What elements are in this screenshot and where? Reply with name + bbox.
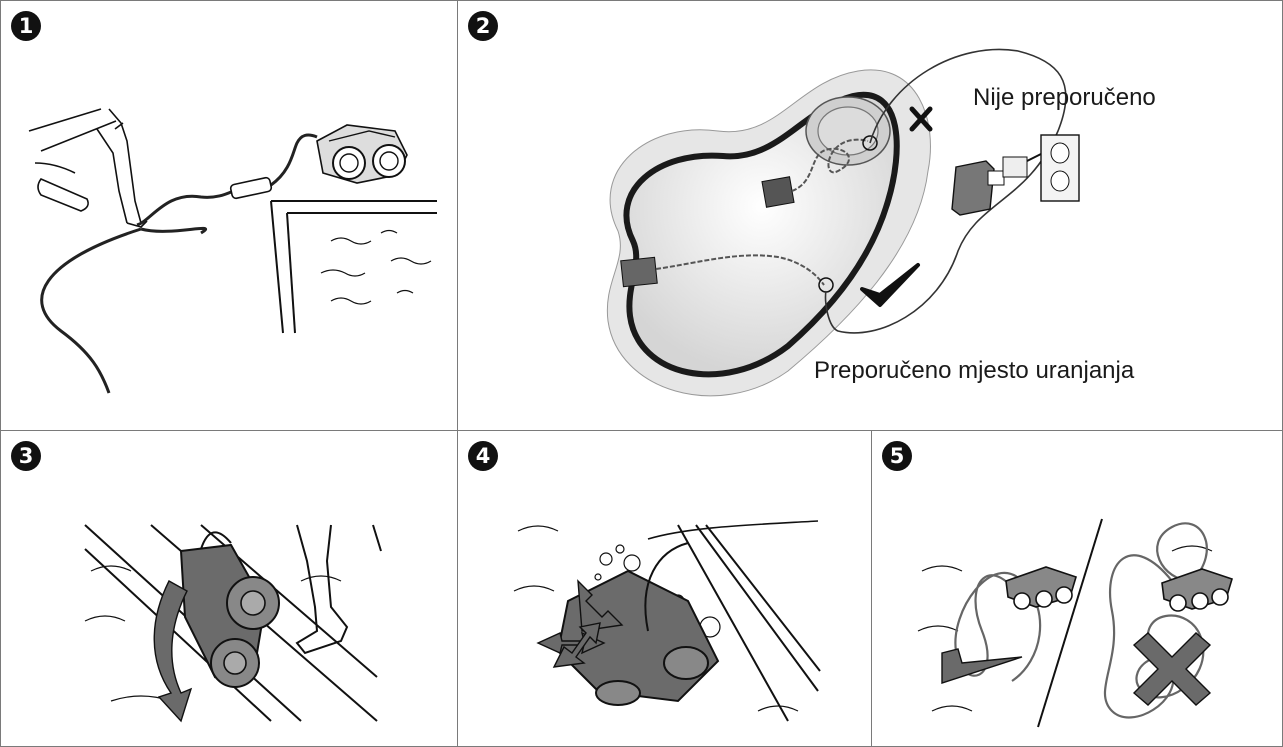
swivel-connector: [230, 177, 272, 199]
robot-left: [1006, 567, 1076, 609]
step-5-panel: 5: [871, 430, 1283, 747]
step-3-illustration: [1, 431, 458, 747]
label-recommended-entry: Preporučeno mjesto uranjanja: [814, 357, 1134, 385]
check-icon: [942, 649, 1022, 683]
robot-upper: [762, 177, 794, 207]
robot-cleaner: [181, 532, 279, 687]
robot-cleaner: [317, 125, 407, 183]
cable-coil: [42, 229, 141, 393]
label-not-recommended: Nije preporučeno: [973, 84, 1156, 112]
step-4-panel: 4: [457, 430, 872, 747]
robot-lower: [621, 257, 658, 286]
step-2-panel: 2: [457, 0, 1283, 431]
step-5-illustration: [872, 431, 1283, 747]
step-3-panel: 3: [0, 430, 458, 747]
power-supply: [952, 135, 1079, 215]
step-1-panel: 1: [0, 0, 458, 431]
pool-edge: [271, 201, 437, 333]
step-1-illustration: [1, 1, 458, 431]
step-4-illustration: [458, 431, 872, 747]
divider-line: [1038, 519, 1102, 727]
person-figure: [29, 109, 147, 227]
